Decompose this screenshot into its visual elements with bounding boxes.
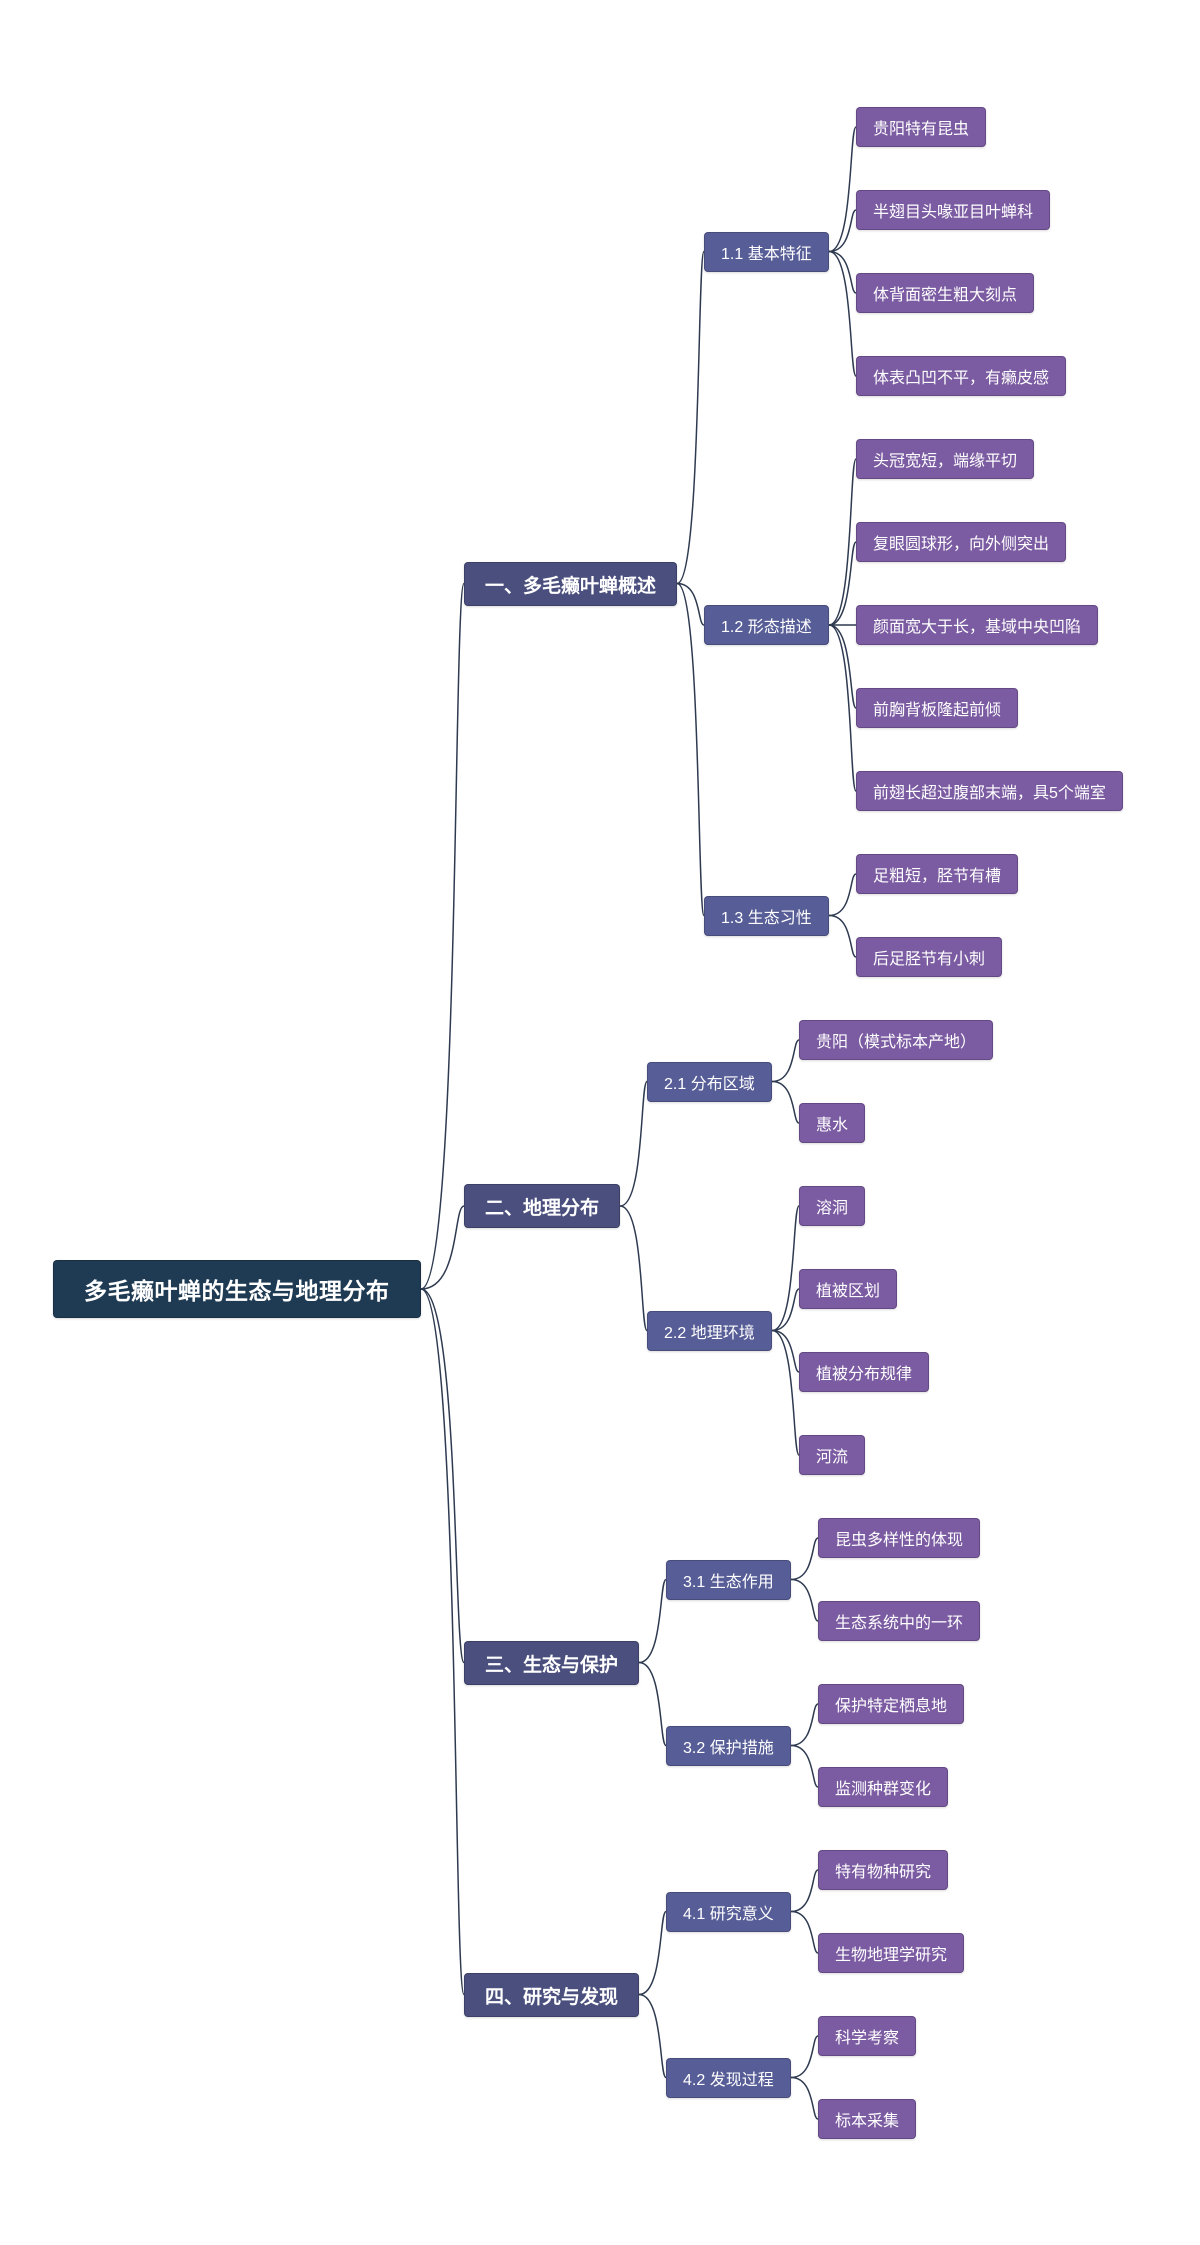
- mindmap-leaf-node[interactable]: 贵阳特有昆虫: [856, 107, 987, 147]
- mindmap-branch-node[interactable]: 三、生态与保护: [464, 1641, 640, 1685]
- connector: [828, 250, 857, 377]
- mindmap-branch-node[interactable]: 四、研究与发现: [464, 1973, 640, 2017]
- connector: [790, 2076, 819, 2120]
- mindmap-subtopic-node[interactable]: 1.2 形态描述: [704, 605, 829, 645]
- connector: [790, 1537, 819, 1581]
- mindmap-leaf-node[interactable]: 前胸背板隆起前倾: [856, 688, 1019, 728]
- connector: [638, 1993, 667, 2079]
- mindmap-leaf-node[interactable]: 足粗短，胫节有槽: [856, 854, 1019, 894]
- connector: [790, 1869, 819, 1913]
- connector: [790, 1578, 819, 1622]
- connector: [420, 1205, 465, 1290]
- connector: [828, 126, 857, 253]
- mindmap-subtopic-node[interactable]: 2.1 分布区域: [647, 1062, 772, 1102]
- mindmap-leaf-node[interactable]: 监测种群变化: [818, 1767, 949, 1807]
- connector: [638, 1578, 667, 1664]
- connector: [676, 582, 705, 917]
- mindmap-leaf-node[interactable]: 生物地理学研究: [818, 1933, 965, 1973]
- mindmap-leaf-node[interactable]: 标本采集: [818, 2099, 917, 2139]
- mindmap-branch-node[interactable]: 二、地理分布: [464, 1184, 621, 1228]
- mindmap-leaf-node[interactable]: 保护特定栖息地: [818, 1684, 965, 1724]
- mindmap-leaf-node[interactable]: 植被分布规律: [799, 1352, 930, 1392]
- connector: [420, 582, 465, 1290]
- connector: [638, 1910, 667, 1996]
- connector: [790, 1744, 819, 1788]
- mindmap-subtopic-node[interactable]: 1.1 基本特征: [704, 232, 829, 272]
- connector: [828, 624, 857, 709]
- mindmap-leaf-node[interactable]: 颜面宽大于长，基域中央凹陷: [856, 605, 1099, 645]
- mindmap-leaf-node[interactable]: 体背面密生粗大刻点: [856, 273, 1035, 313]
- mindmap-subtopic-node[interactable]: 2.2 地理环境: [647, 1311, 772, 1351]
- connector: [420, 1288, 465, 1996]
- connector: [790, 1910, 819, 1954]
- connector: [828, 914, 857, 958]
- connector: [771, 1288, 800, 1332]
- mindmap-leaf-node[interactable]: 惠水: [799, 1103, 866, 1143]
- connector: [619, 1080, 648, 1207]
- connector: [619, 1205, 648, 1332]
- connector: [771, 1205, 800, 1332]
- mindmap-subtopic-node[interactable]: 1.3 生态习性: [704, 896, 829, 936]
- connector: [420, 1288, 465, 1664]
- mindmap-subtopic-node[interactable]: 3.1 生态作用: [666, 1560, 791, 1600]
- connector: [771, 1329, 800, 1456]
- connector: [676, 250, 705, 585]
- connector: [676, 582, 705, 626]
- connector: [790, 1703, 819, 1747]
- mindmap-leaf-node[interactable]: 复眼圆球形，向外侧突出: [856, 522, 1067, 562]
- mindmap-root-node[interactable]: 多毛癞叶蝉的生态与地理分布: [53, 1260, 421, 1318]
- connector: [828, 458, 857, 626]
- mindmap-leaf-node[interactable]: 生态系统中的一环: [818, 1601, 981, 1641]
- connector: [771, 1039, 800, 1083]
- connector: [828, 624, 857, 792]
- connector: [828, 873, 857, 917]
- connector: [828, 209, 857, 253]
- mindmap-leaf-node[interactable]: 昆虫多样性的体现: [818, 1518, 981, 1558]
- mindmap-leaf-node[interactable]: 特有物种研究: [818, 1850, 949, 1890]
- mindmap-leaf-node[interactable]: 后足胫节有小刺: [856, 937, 1003, 977]
- mindmap-subtopic-node[interactable]: 4.2 发现过程: [666, 2058, 791, 2098]
- mindmap-branch-node[interactable]: 一、多毛癞叶蝉概述: [464, 562, 678, 606]
- mindmap-leaf-node[interactable]: 体表凸凹不平，有癞皮感: [856, 356, 1067, 396]
- connector: [771, 1329, 800, 1373]
- mindmap-leaf-node[interactable]: 贵阳（模式标本产地）: [799, 1020, 994, 1060]
- connector: [828, 250, 857, 294]
- mindmap-leaf-node[interactable]: 河流: [799, 1435, 866, 1475]
- mindmap-leaf-node[interactable]: 半翅目头喙亚目叶蝉科: [856, 190, 1051, 230]
- mindmap-subtopic-node[interactable]: 4.1 研究意义: [666, 1892, 791, 1932]
- mindmap-subtopic-node[interactable]: 3.2 保护措施: [666, 1726, 791, 1766]
- connector: [828, 541, 857, 626]
- mindmap-leaf-node[interactable]: 溶洞: [799, 1186, 866, 1226]
- connector: [771, 1080, 800, 1124]
- mindmap-leaf-node[interactable]: 植被区划: [799, 1269, 898, 1309]
- connector: [638, 1661, 667, 1747]
- connector: [790, 2035, 819, 2079]
- mindmap-leaf-node[interactable]: 头冠宽短，端缘平切: [856, 439, 1035, 479]
- mindmap-leaf-node[interactable]: 前翅长超过腹部末端，具5个端室: [856, 771, 1123, 811]
- mindmap-leaf-node[interactable]: 科学考察: [818, 2016, 917, 2056]
